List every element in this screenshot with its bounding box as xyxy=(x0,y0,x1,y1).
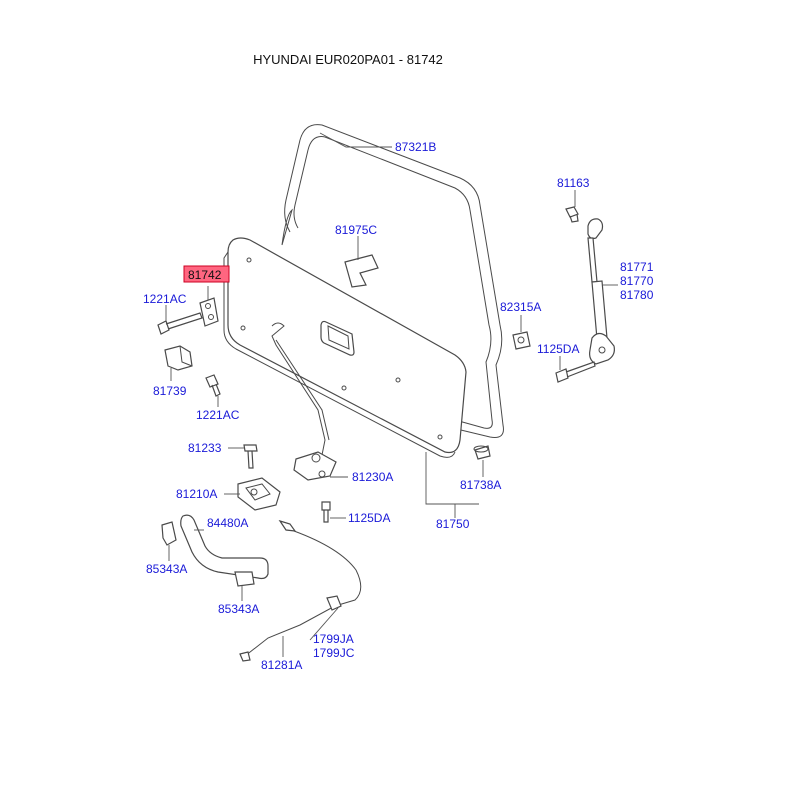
clip-81975c xyxy=(344,254,379,288)
gas-strut-top-ball xyxy=(587,218,604,240)
bracket-81739 xyxy=(164,345,193,371)
label-1125da-bottom[interactable]: 1125DA xyxy=(348,511,390,525)
release-cable-end-bottom xyxy=(239,651,251,662)
panel-hole xyxy=(341,385,347,391)
label-81210a[interactable]: 81210A xyxy=(176,487,217,501)
panel-handle-recess-inner xyxy=(327,325,350,350)
latch-bracket-hole xyxy=(311,453,321,463)
diagram-title: HYUNDAI EUR020PA01 - 81742 xyxy=(253,52,443,67)
bolt-1221ac-top xyxy=(157,312,203,335)
latch-rod-parallel xyxy=(275,339,330,441)
latch-bracket-hole xyxy=(318,470,326,478)
label-1221ac-bottom[interactable]: 1221AC xyxy=(196,408,240,422)
label-1799ja[interactable]: 1799JA xyxy=(313,632,354,646)
panel-hole xyxy=(246,257,252,263)
bumper-81738a xyxy=(474,445,491,460)
label-81975c[interactable]: 81975C xyxy=(335,223,377,237)
label-81163[interactable]: 81163 xyxy=(557,176,590,190)
label-81770[interactable]: 81770 xyxy=(620,274,654,288)
bolt-1221ac-bottom xyxy=(205,374,221,397)
handle-cap-85343a-left xyxy=(161,521,177,546)
cable-clip-1799ja xyxy=(326,595,342,611)
label-81750[interactable]: 81750 xyxy=(436,517,470,531)
label-1221ac-top[interactable]: 1221AC xyxy=(143,292,187,306)
latch-bracket-81230a xyxy=(293,451,337,481)
label-82315a[interactable]: 82315A xyxy=(500,300,541,314)
panel-hole xyxy=(240,325,246,331)
grip-handle-84480a xyxy=(180,514,269,580)
panel-hole xyxy=(437,434,443,440)
bracket-81742-hole xyxy=(208,314,214,320)
latch-81210a xyxy=(237,477,281,511)
label-81739[interactable]: 81739 xyxy=(153,384,187,398)
bolt-81233 xyxy=(243,444,258,469)
bumper-81738a-top xyxy=(473,445,489,453)
label-81780[interactable]: 81780 xyxy=(620,288,654,302)
label-1799jc[interactable]: 1799JC xyxy=(313,646,355,660)
leader-87321b xyxy=(319,132,392,148)
gas-strut-rod xyxy=(587,237,598,283)
leader-1799ja xyxy=(309,607,339,641)
gas-strut-bracket-hole xyxy=(598,346,606,354)
label-85343a-left[interactable]: 85343A xyxy=(146,562,187,576)
panel-hole xyxy=(395,377,401,383)
leader-81750 xyxy=(425,452,479,505)
highlight-box-81742 xyxy=(183,265,230,283)
grommet-82315a xyxy=(512,331,531,350)
bolt-1125da-right xyxy=(555,361,596,383)
bracket-81742 xyxy=(199,297,219,327)
label-87321b[interactable]: 87321B xyxy=(395,140,436,154)
release-cable xyxy=(244,524,362,657)
weatherstrip-outer xyxy=(281,124,504,438)
latch-81210a-detail xyxy=(245,483,271,501)
bracket-81739-flange xyxy=(179,345,193,367)
panel-handle-recess xyxy=(320,320,355,356)
gas-strut-bracket xyxy=(589,332,615,365)
tailgate-trim-panel-edge xyxy=(223,251,456,458)
bolt-81163 xyxy=(565,206,579,223)
weatherstrip-inner xyxy=(307,136,493,429)
label-81233[interactable]: 81233 xyxy=(188,441,222,455)
label-85343a-right[interactable]: 85343A xyxy=(218,602,259,616)
weatherstrip-left-side xyxy=(284,139,309,233)
grommet-82315a-center xyxy=(517,336,525,344)
gas-strut-cylinder xyxy=(591,280,608,340)
label-1125da-right[interactable]: 1125DA xyxy=(537,342,579,356)
bracket-81742-hole xyxy=(205,303,211,309)
label-81742-selected[interactable]: 81742 xyxy=(188,268,222,282)
latch-81210a-hole xyxy=(250,488,258,496)
bolt-1125da-bottom xyxy=(321,501,331,523)
label-81771[interactable]: 81771 xyxy=(620,260,654,274)
label-84480a[interactable]: 84480A xyxy=(207,516,248,530)
label-81281a[interactable]: 81281A xyxy=(261,658,302,672)
handle-cap-85343a-right xyxy=(234,571,255,587)
latch-rod xyxy=(271,322,326,456)
label-81738a[interactable]: 81738A xyxy=(460,478,501,492)
label-81230a[interactable]: 81230A xyxy=(352,470,393,484)
release-cable-end-top xyxy=(278,519,297,532)
